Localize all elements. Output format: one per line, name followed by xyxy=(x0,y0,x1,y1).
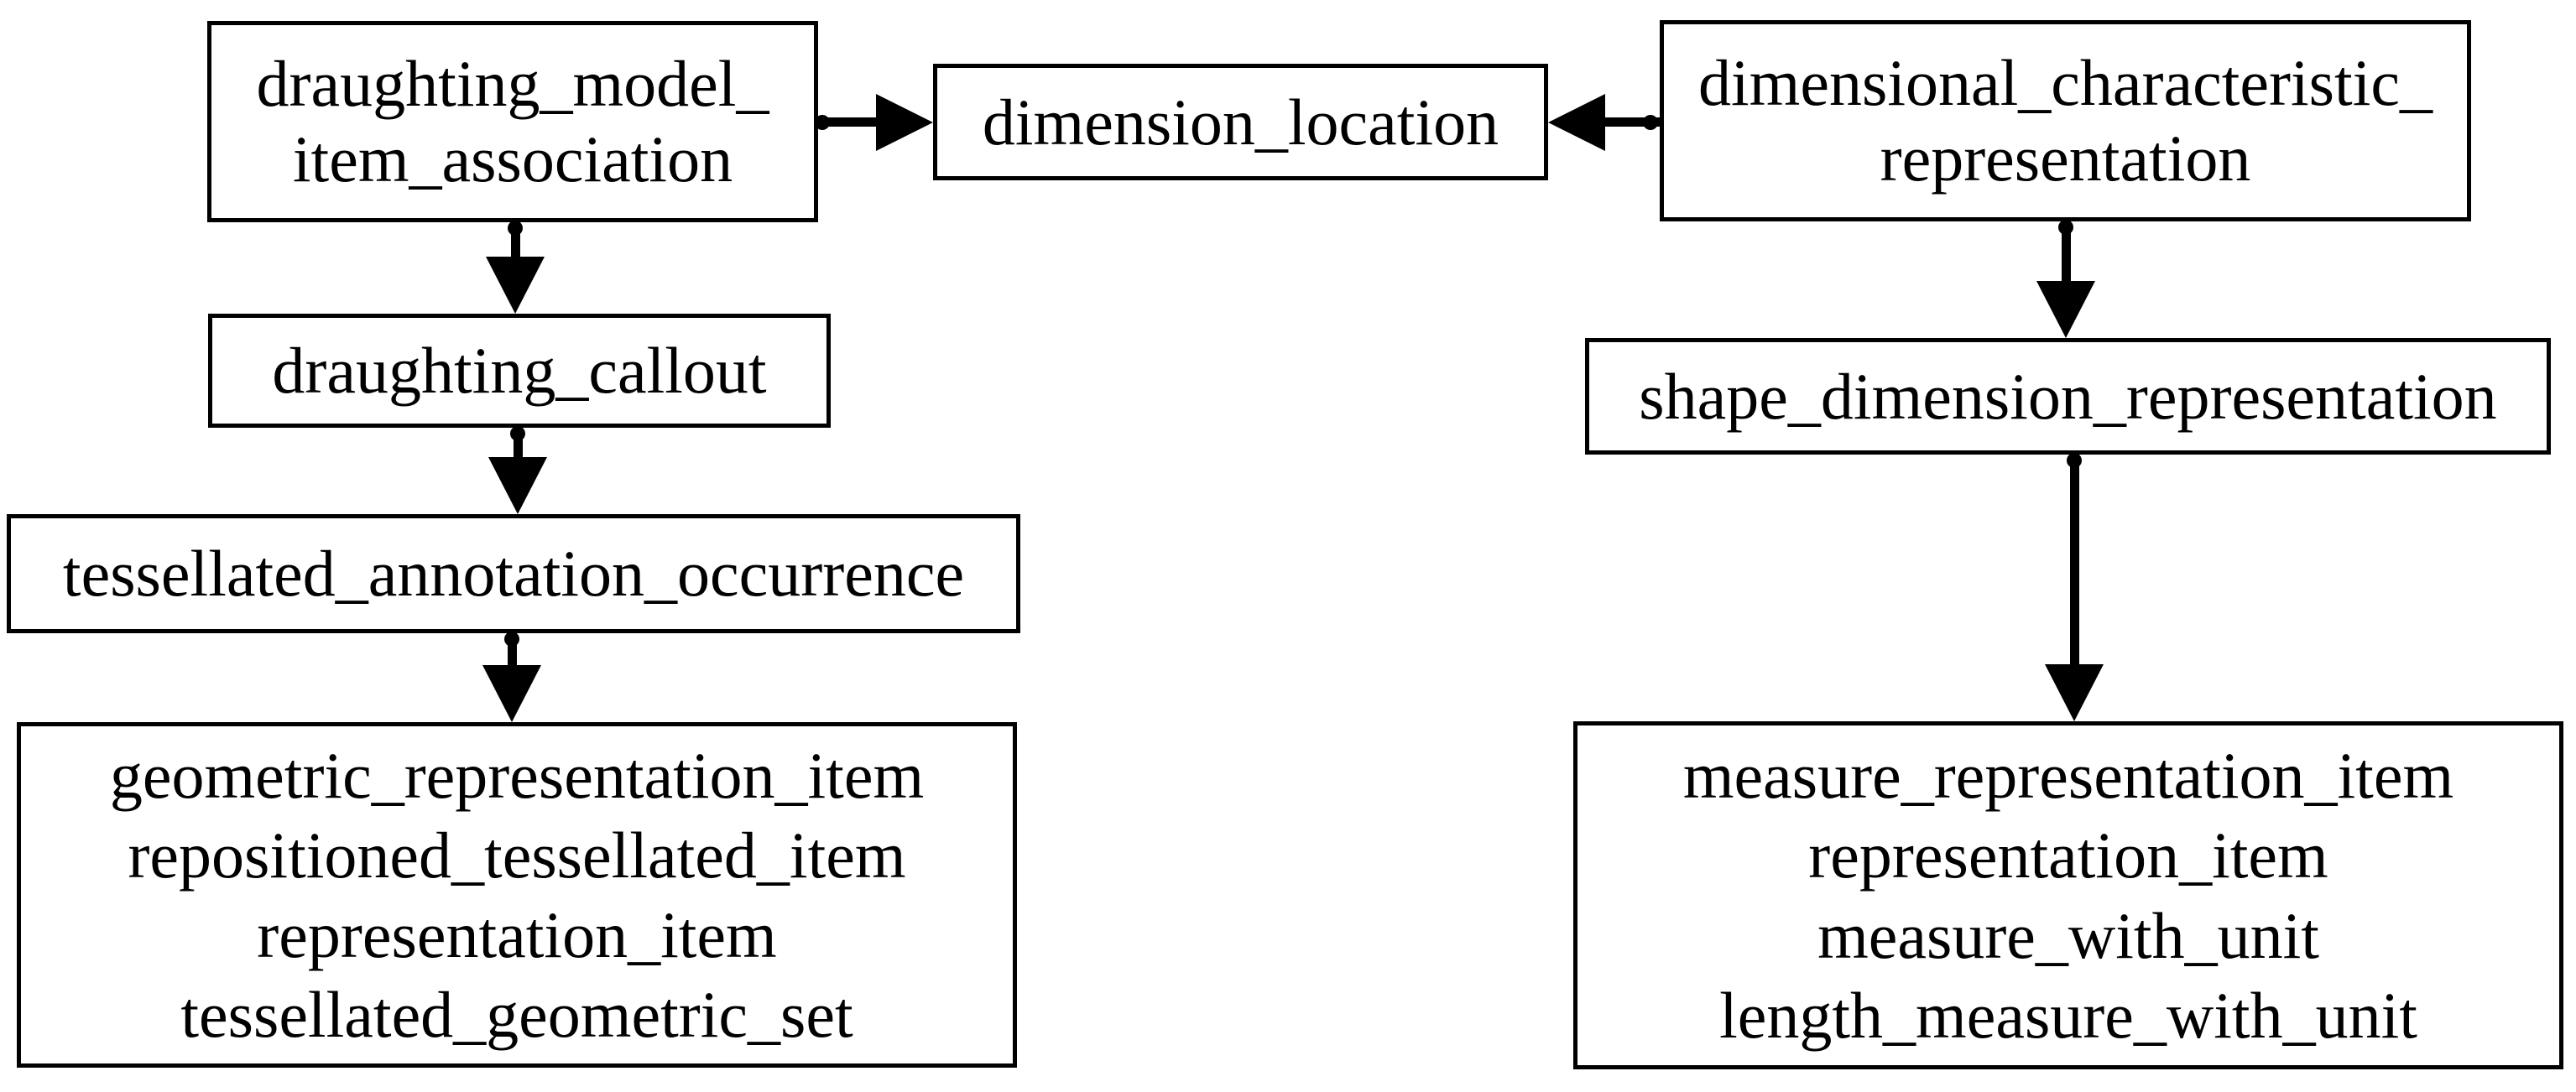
arrow-head-down-icon xyxy=(486,257,545,314)
box-label-line: measure_with_unit xyxy=(1817,898,2319,972)
arrow-head-down-icon xyxy=(2036,281,2095,338)
arrow-head-down-icon xyxy=(2045,664,2104,721)
arrow-head-down-icon xyxy=(488,457,547,514)
arrow-shaft xyxy=(818,117,878,127)
box-label-line: shape_dimension_representation xyxy=(1639,359,2497,433)
box-label-line: representation xyxy=(1880,122,2251,195)
arrow-head-down-icon xyxy=(482,665,541,722)
box-label-line: dimensional_characteristic_ xyxy=(1698,46,2433,120)
arrow-shaft xyxy=(2062,221,2071,285)
box-draughting-callout: draughting_callout xyxy=(208,314,831,428)
box-label-line: representation_item xyxy=(257,898,777,971)
box-dimension-location: dimension_location xyxy=(933,64,1548,180)
box-shape-dimension-representation: shape_dimension_representation xyxy=(1585,338,2551,455)
box-dimensional-characteristic-representation: dimensional_characteristic_ representati… xyxy=(1660,20,2471,221)
arrow-shaft xyxy=(508,633,517,668)
box-label-line: tessellated_annotation_occurrence xyxy=(62,537,965,611)
arrow-shaft xyxy=(514,428,523,461)
box-draughting-model-item-association: draughting_model_ item_association xyxy=(207,21,818,222)
box-label-line: draughting_model_ xyxy=(256,47,769,121)
box-tessellated-annotation-occurrence-types: geometric_representation_item reposition… xyxy=(17,722,1017,1068)
arrow-head-left-icon xyxy=(1548,94,1605,151)
arrow-shaft xyxy=(511,222,520,260)
box-shape-dimension-representation-types: measure_representation_item representati… xyxy=(1573,721,2563,1069)
arrow-shaft xyxy=(2070,455,2079,668)
arrow-head-right-icon xyxy=(876,94,933,151)
box-label-line: length_measure_with_unit xyxy=(1719,978,2417,1052)
arrow-shaft xyxy=(1603,117,1660,127)
box-label-line: representation_item xyxy=(1808,819,2328,892)
box-tessellated-annotation-occurrence: tessellated_annotation_occurrence xyxy=(7,514,1020,633)
box-label-line: dimension_location xyxy=(982,85,1499,159)
box-label-line: tessellated_geometric_set xyxy=(180,978,853,1052)
box-label-line: repositioned_tessellated_item xyxy=(128,818,906,892)
box-label-line: draughting_callout xyxy=(272,334,767,408)
box-label-line: geometric_representation_item xyxy=(109,738,925,812)
box-label-line: measure_representation_item xyxy=(1682,739,2454,813)
box-label-line: item_association xyxy=(292,122,733,195)
